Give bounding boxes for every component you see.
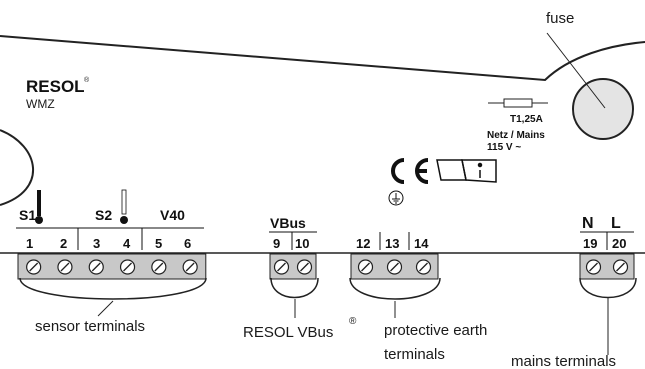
leader-lines (97, 32, 609, 355)
fuse-label: fuse (546, 10, 574, 27)
earth-label-line1: protective earth (384, 322, 487, 339)
earth-terminal-strip (350, 253, 439, 280)
vbus-reg: ® (349, 316, 357, 327)
terminal-number: 14 (414, 236, 429, 251)
terminal-number: 5 (155, 236, 162, 251)
group-brackets (19, 277, 637, 300)
terminal-number: 2 (60, 236, 67, 251)
terminal-number: 1 (26, 236, 33, 251)
screw-slot (29, 262, 39, 272)
voltage-value: 115 V ~ (487, 142, 521, 153)
screw-slot (185, 262, 195, 272)
terminal-number: 6 (184, 236, 191, 251)
header-v40: V40 (160, 207, 185, 223)
header-s2: S2 (95, 207, 112, 223)
terminal-number: 19 (583, 236, 597, 251)
screw-slot (123, 262, 133, 272)
sensor-terminals-label: sensor terminals (35, 318, 145, 335)
brand-name: RESOL (26, 77, 85, 96)
screw-slot (616, 262, 625, 272)
temperature-sensor-icon (35, 190, 43, 224)
screw-slot (91, 262, 101, 272)
screw-slot (300, 262, 309, 272)
header-s1: S1 (19, 207, 36, 223)
fuse-rating: T1,25A (510, 114, 543, 125)
terminal-number: 10 (295, 236, 309, 251)
terminal-strip-body (17, 253, 207, 280)
screw-slot (361, 262, 370, 272)
terminal-number: 20 (612, 236, 626, 251)
mains-terminal-strip (579, 253, 635, 280)
terminal-number: 9 (273, 236, 280, 251)
header-vbus: VBus (270, 215, 306, 231)
manual-icon (436, 159, 497, 183)
screw-slot (277, 262, 286, 272)
header-l: L (611, 215, 621, 232)
terminal-number: 13 (385, 236, 399, 251)
mains-terminals-label: mains terminals (511, 353, 616, 369)
earth-label-line2: terminals (384, 346, 445, 363)
model-name: WMZ (26, 97, 55, 111)
fuse-symbol-icon (488, 98, 548, 108)
vbus-terminal-strip (269, 253, 317, 280)
terminal-number: 3 (93, 236, 100, 251)
ce-mark-icon (391, 158, 429, 184)
screw-slot (419, 262, 428, 272)
header-n: N (582, 215, 594, 232)
sensor-terminal-strip (17, 253, 207, 280)
screw-slot (154, 262, 164, 272)
screw-slot (60, 262, 70, 272)
vbus-label: RESOL VBus (243, 324, 333, 341)
fuse-icon (572, 78, 634, 140)
header-dividers (16, 227, 634, 250)
protective-earth-icon (388, 190, 404, 206)
housing-outline (0, 35, 645, 206)
terminal-number: 4 (123, 236, 131, 251)
temperature-sensor-icon (120, 189, 128, 224)
screw-slot (390, 262, 399, 272)
terminal-number: 12 (356, 236, 370, 251)
voltage-label: Netz / Mains (487, 130, 545, 141)
screw-slot (589, 262, 598, 272)
brand-reg: ® (84, 76, 90, 84)
